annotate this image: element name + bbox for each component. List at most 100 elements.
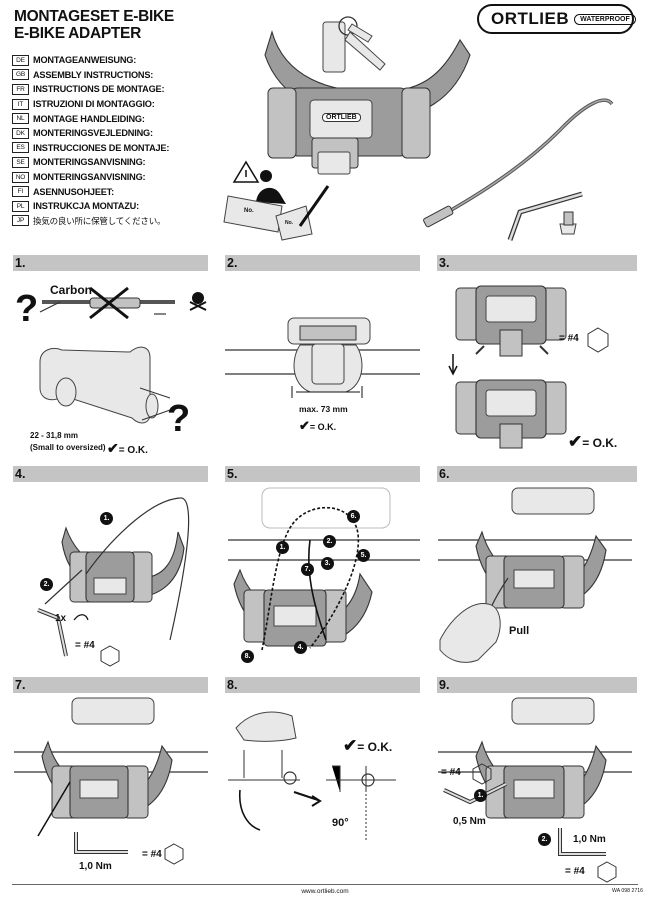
step9-badge-2: 2. [538,833,551,846]
max-width-label: max. 73 mm [299,404,348,414]
step7-torque: 1,0 Nm [79,861,112,872]
carbon-label: Carbon [50,283,92,297]
lang-row-pl: PL INSTRUKCJA MONTAZU: [12,199,169,214]
step9-hex-top: = #4 [441,767,461,778]
lang-row-nl: NL MONTAGE HANDLEIDING: [12,111,169,126]
mount-logo-header: ORTLIEB [322,113,361,122]
lang-code: NO [12,171,29,183]
step4-badge-1: 1. [100,512,113,525]
step-bar-1: 1. [13,255,208,271]
lang-code: SE [12,156,29,168]
lang-text: ASSEMBLY INSTRUCTIONS: [33,69,154,80]
lang-row-no: NO MONTERINGSANVISNING: [12,170,169,185]
diameter-range: 22 - 31,8 mm [30,431,79,440]
key-tag-label: No. [244,208,254,214]
lang-code: ES [12,142,29,154]
step5-badge-1: 1. [276,541,289,554]
lang-text: MONTAGE HANDLEIDING: [33,113,145,124]
lang-text: ISTRUZIONI DI MONTAGGIO: [33,99,155,110]
footer-rule [12,884,638,885]
step-number: 5. [227,467,238,481]
step3-hex-size: = #4 [559,333,579,344]
step5-badge-8: 8. [241,650,254,663]
oversize-note: (Small to oversized) [30,443,106,452]
step5-badge-3: 3. [321,557,334,570]
header-kit-illustration [223,16,614,241]
step-number: 8. [227,678,238,692]
language-list: DE MONTAGEANWEISUNG: GB ASSEMBLY INSTRUCTI… [12,53,169,228]
step5-badge-5: 5. [357,549,370,562]
step5-badge-6: 6. [347,510,360,523]
footer-doc-code: WA 098 2716 [612,888,643,894]
step-bar-2: 2. [225,255,420,271]
step8-angle: 90° [332,817,349,829]
lang-text: ASENNUSOHJEET: [33,186,114,197]
step4-badge-2: 2. [40,578,53,591]
page-title: MONTAGESET E-BIKE E-BIKE ADAPTER [14,8,174,42]
question-mark-left: ? [15,288,39,330]
check-icon: ✔ [343,736,358,755]
step-number: 2. [227,256,238,270]
lang-text: INSTRUKCJA MONTAZU: [33,201,139,212]
lang-code: PL [12,200,29,212]
step9-badge-1: 1. [474,789,487,802]
step3-ok: ✔= O.K. [568,432,617,452]
step5-badge-2: 2. [323,535,336,548]
step1-ok: ✔= O.K. [107,440,148,457]
step-bar-8: 8. [225,677,420,693]
step-number: 1. [15,256,26,270]
ok-text: = O.K. [118,445,148,456]
lang-row-de: DE MONTAGEANWEISUNG: [12,53,169,68]
title-line-2: E-BIKE ADAPTER [14,25,141,42]
step5-badge-4: 4. [294,641,307,654]
step9-hex-bottom: = #4 [565,866,585,877]
step9-torque-1: 0,5 Nm [453,816,486,827]
card-tag-label: No. [285,220,294,226]
step9-torque-2: 1,0 Nm [573,834,606,845]
logo-brand: ORTLIEB [491,9,570,28]
step4-turns: 1x [55,613,67,624]
lang-code: GB [12,69,29,81]
lang-code: JP [12,215,29,227]
lang-text: MONTAGEANWEISUNG: [33,55,137,66]
pull-label: Pull [509,625,530,637]
lang-code: FI [12,186,29,198]
step8-ok: ✔= O.K. [343,736,392,756]
lang-code: NL [12,113,29,125]
ok-text: = O.K. [357,740,393,754]
step-number: 7. [15,678,26,692]
lang-code: DE [12,54,29,66]
step-bar-3: 3. [437,255,637,271]
question-mark-right: ? [167,398,191,440]
lang-row-fi: FI ASENNUSOHJEET: [12,184,169,199]
footer-url: www.ortlieb.com [301,888,349,895]
title-line-1: MONTAGESET E-BIKE [14,8,174,25]
check-icon: ✔ [107,440,119,456]
step-bar-5: 5. [225,466,420,482]
lang-text: MONTERINGSANVISNING: [33,172,146,183]
step-number: 4. [15,467,26,481]
check-icon: ✔ [568,432,583,451]
step5-badge-7: 7. [301,563,314,576]
ok-text: = O.K. [582,436,618,450]
step4-hex-size: = #4 [75,640,95,651]
step-number: 3. [439,256,450,270]
lang-code: DK [12,127,29,139]
step-number: 9. [439,678,450,692]
lang-row-dk: DK MONTERINGSVEJLEDNING: [12,126,169,141]
lang-text: MONTERINGSVEJLEDNING: [33,128,153,139]
step-bar-7: 7. [13,677,208,693]
